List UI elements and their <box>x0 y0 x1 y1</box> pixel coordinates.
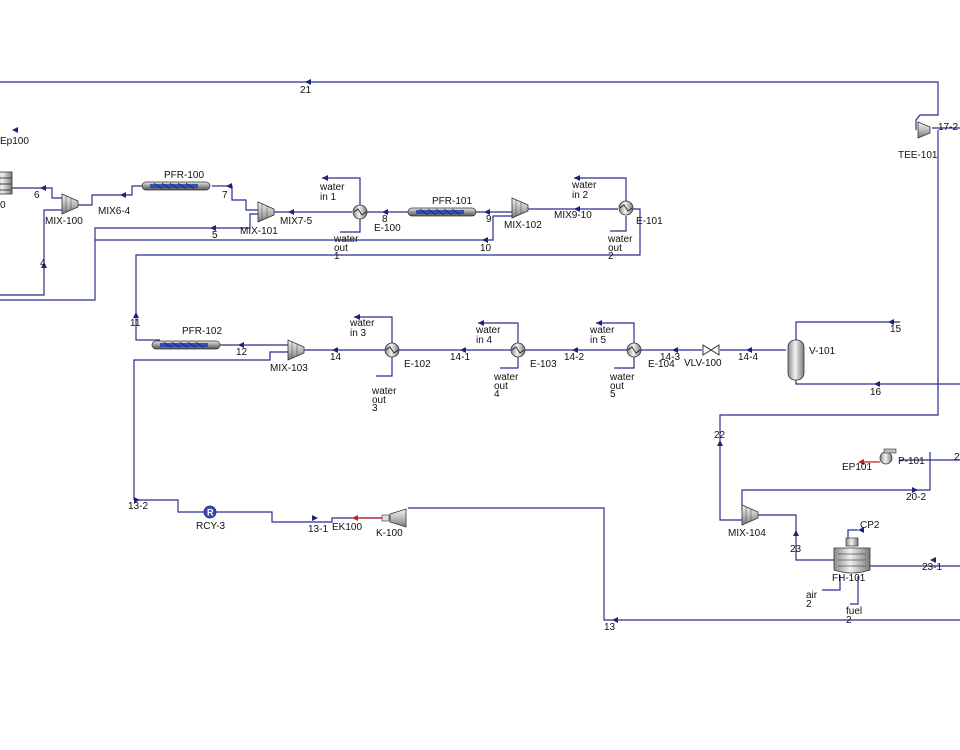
e-103-icon[interactable] <box>510 342 526 358</box>
p-101-label: P-101 <box>898 456 925 467</box>
mix-102-icon[interactable] <box>511 197 529 219</box>
stream-15-label: 15 <box>890 324 902 335</box>
tee-101-label: TEE-101 <box>898 150 938 161</box>
stream-13-1-label: 13-1 <box>308 524 328 535</box>
stream-mix7-5-label: MIX7-5 <box>280 216 313 227</box>
stream-14-label: 14 <box>330 352 342 363</box>
stream-17-2-label: 17-2 <box>938 122 958 133</box>
stream-16-label: 16 <box>870 387 882 398</box>
e-102-icon[interactable] <box>384 342 400 358</box>
e-102-label: E-102 <box>404 359 431 370</box>
stream-arrows <box>12 79 936 623</box>
stream-23-1-label: 23-1 <box>922 562 942 573</box>
stream-11-label: 11 <box>130 318 141 329</box>
stream-4-label: 4 <box>40 258 46 269</box>
e-101-icon[interactable] <box>618 200 634 216</box>
stream-mix9-10-label: MIX9-10 <box>554 210 592 221</box>
fh-101-label: FH-101 <box>832 573 866 584</box>
pfr-101-label: PFR-101 <box>432 196 472 207</box>
left-unit-icon[interactable] <box>0 171 13 195</box>
p-101-icon[interactable] <box>879 448 897 465</box>
stream-2-label: 2 <box>954 452 960 463</box>
e-101-label: E-101 <box>636 216 663 227</box>
k-100-label: K-100 <box>376 528 403 539</box>
mix-104-label: MIX-104 <box>728 528 766 539</box>
stream-13-label: 13 <box>604 622 616 633</box>
svg-text:R: R <box>207 508 214 518</box>
e-104-icon[interactable] <box>626 342 642 358</box>
stream-22-label: 22 <box>714 430 726 441</box>
e-100-label: E-100 <box>374 223 401 234</box>
fh-101-icon[interactable] <box>833 537 871 574</box>
energy-ep100-label: Ep100 <box>0 136 29 147</box>
stream-21-label: 21 <box>300 85 312 96</box>
k-100-icon[interactable] <box>381 508 407 528</box>
stream-12-label: 12 <box>236 347 248 358</box>
rcy-3-label: RCY-3 <box>196 521 226 532</box>
labels: MIX-100 PFR-100 MIX-101 E-100 PFR-101 MI… <box>0 85 960 633</box>
mix-103-icon[interactable] <box>287 339 305 361</box>
pfr-102-label: PFR-102 <box>182 326 222 337</box>
mix-100-icon[interactable] <box>61 193 79 215</box>
stream-10-label: 10 <box>480 243 492 254</box>
mix-101-label: MIX-101 <box>240 226 278 237</box>
left-unit-label: 0 <box>0 200 6 211</box>
stream-14-3-label: 14-3 <box>660 352 680 363</box>
stream-7-label: 7 <box>222 190 228 201</box>
energy-cp2-label: CP2 <box>860 520 880 531</box>
pfr-100-label: PFR-100 <box>164 170 204 181</box>
tee-101-icon[interactable] <box>917 121 931 139</box>
mix-104-icon[interactable] <box>741 504 759 526</box>
e-103-label: E-103 <box>530 359 557 370</box>
rcy-3-icon[interactable]: R <box>203 505 217 519</box>
stream-9-label: 9 <box>486 214 492 225</box>
pfr-102-icon[interactable] <box>151 340 221 350</box>
stream-5-label: 5 <box>212 230 218 241</box>
stream-14-4-label: 14-4 <box>738 352 758 363</box>
v-101-icon[interactable] <box>787 339 805 381</box>
mix-101-icon[interactable] <box>257 201 275 223</box>
vlv-100-icon[interactable] <box>702 344 720 356</box>
v-101-label: V-101 <box>809 346 836 357</box>
e-104-label: E-104 <box>648 359 675 370</box>
mix-103-label: MIX-103 <box>270 363 308 374</box>
pfr-101-icon[interactable] <box>407 207 477 217</box>
vlv-100-label: VLV-100 <box>684 358 722 369</box>
stream-20-2-label: 20-2 <box>906 492 926 503</box>
mix-100-label: MIX-100 <box>45 216 83 227</box>
stream-6-label: 6 <box>34 190 40 201</box>
stream-13-2-label: 13-2 <box>128 501 148 512</box>
stream-23-label: 23 <box>790 544 802 555</box>
e-100-icon[interactable] <box>352 204 368 220</box>
stream-8-label: 8 <box>382 214 388 225</box>
pfr-100-icon[interactable] <box>141 181 211 191</box>
stream-14-1-label: 14-1 <box>450 352 470 363</box>
energy-ep101-label: EP101 <box>842 462 872 473</box>
mix-102-label: MIX-102 <box>504 220 542 231</box>
energy-ek100-label: EK100 <box>332 522 362 533</box>
stream-14-2-label: 14-2 <box>564 352 584 363</box>
stream-mix6-4-label: MIX6-4 <box>98 206 131 217</box>
